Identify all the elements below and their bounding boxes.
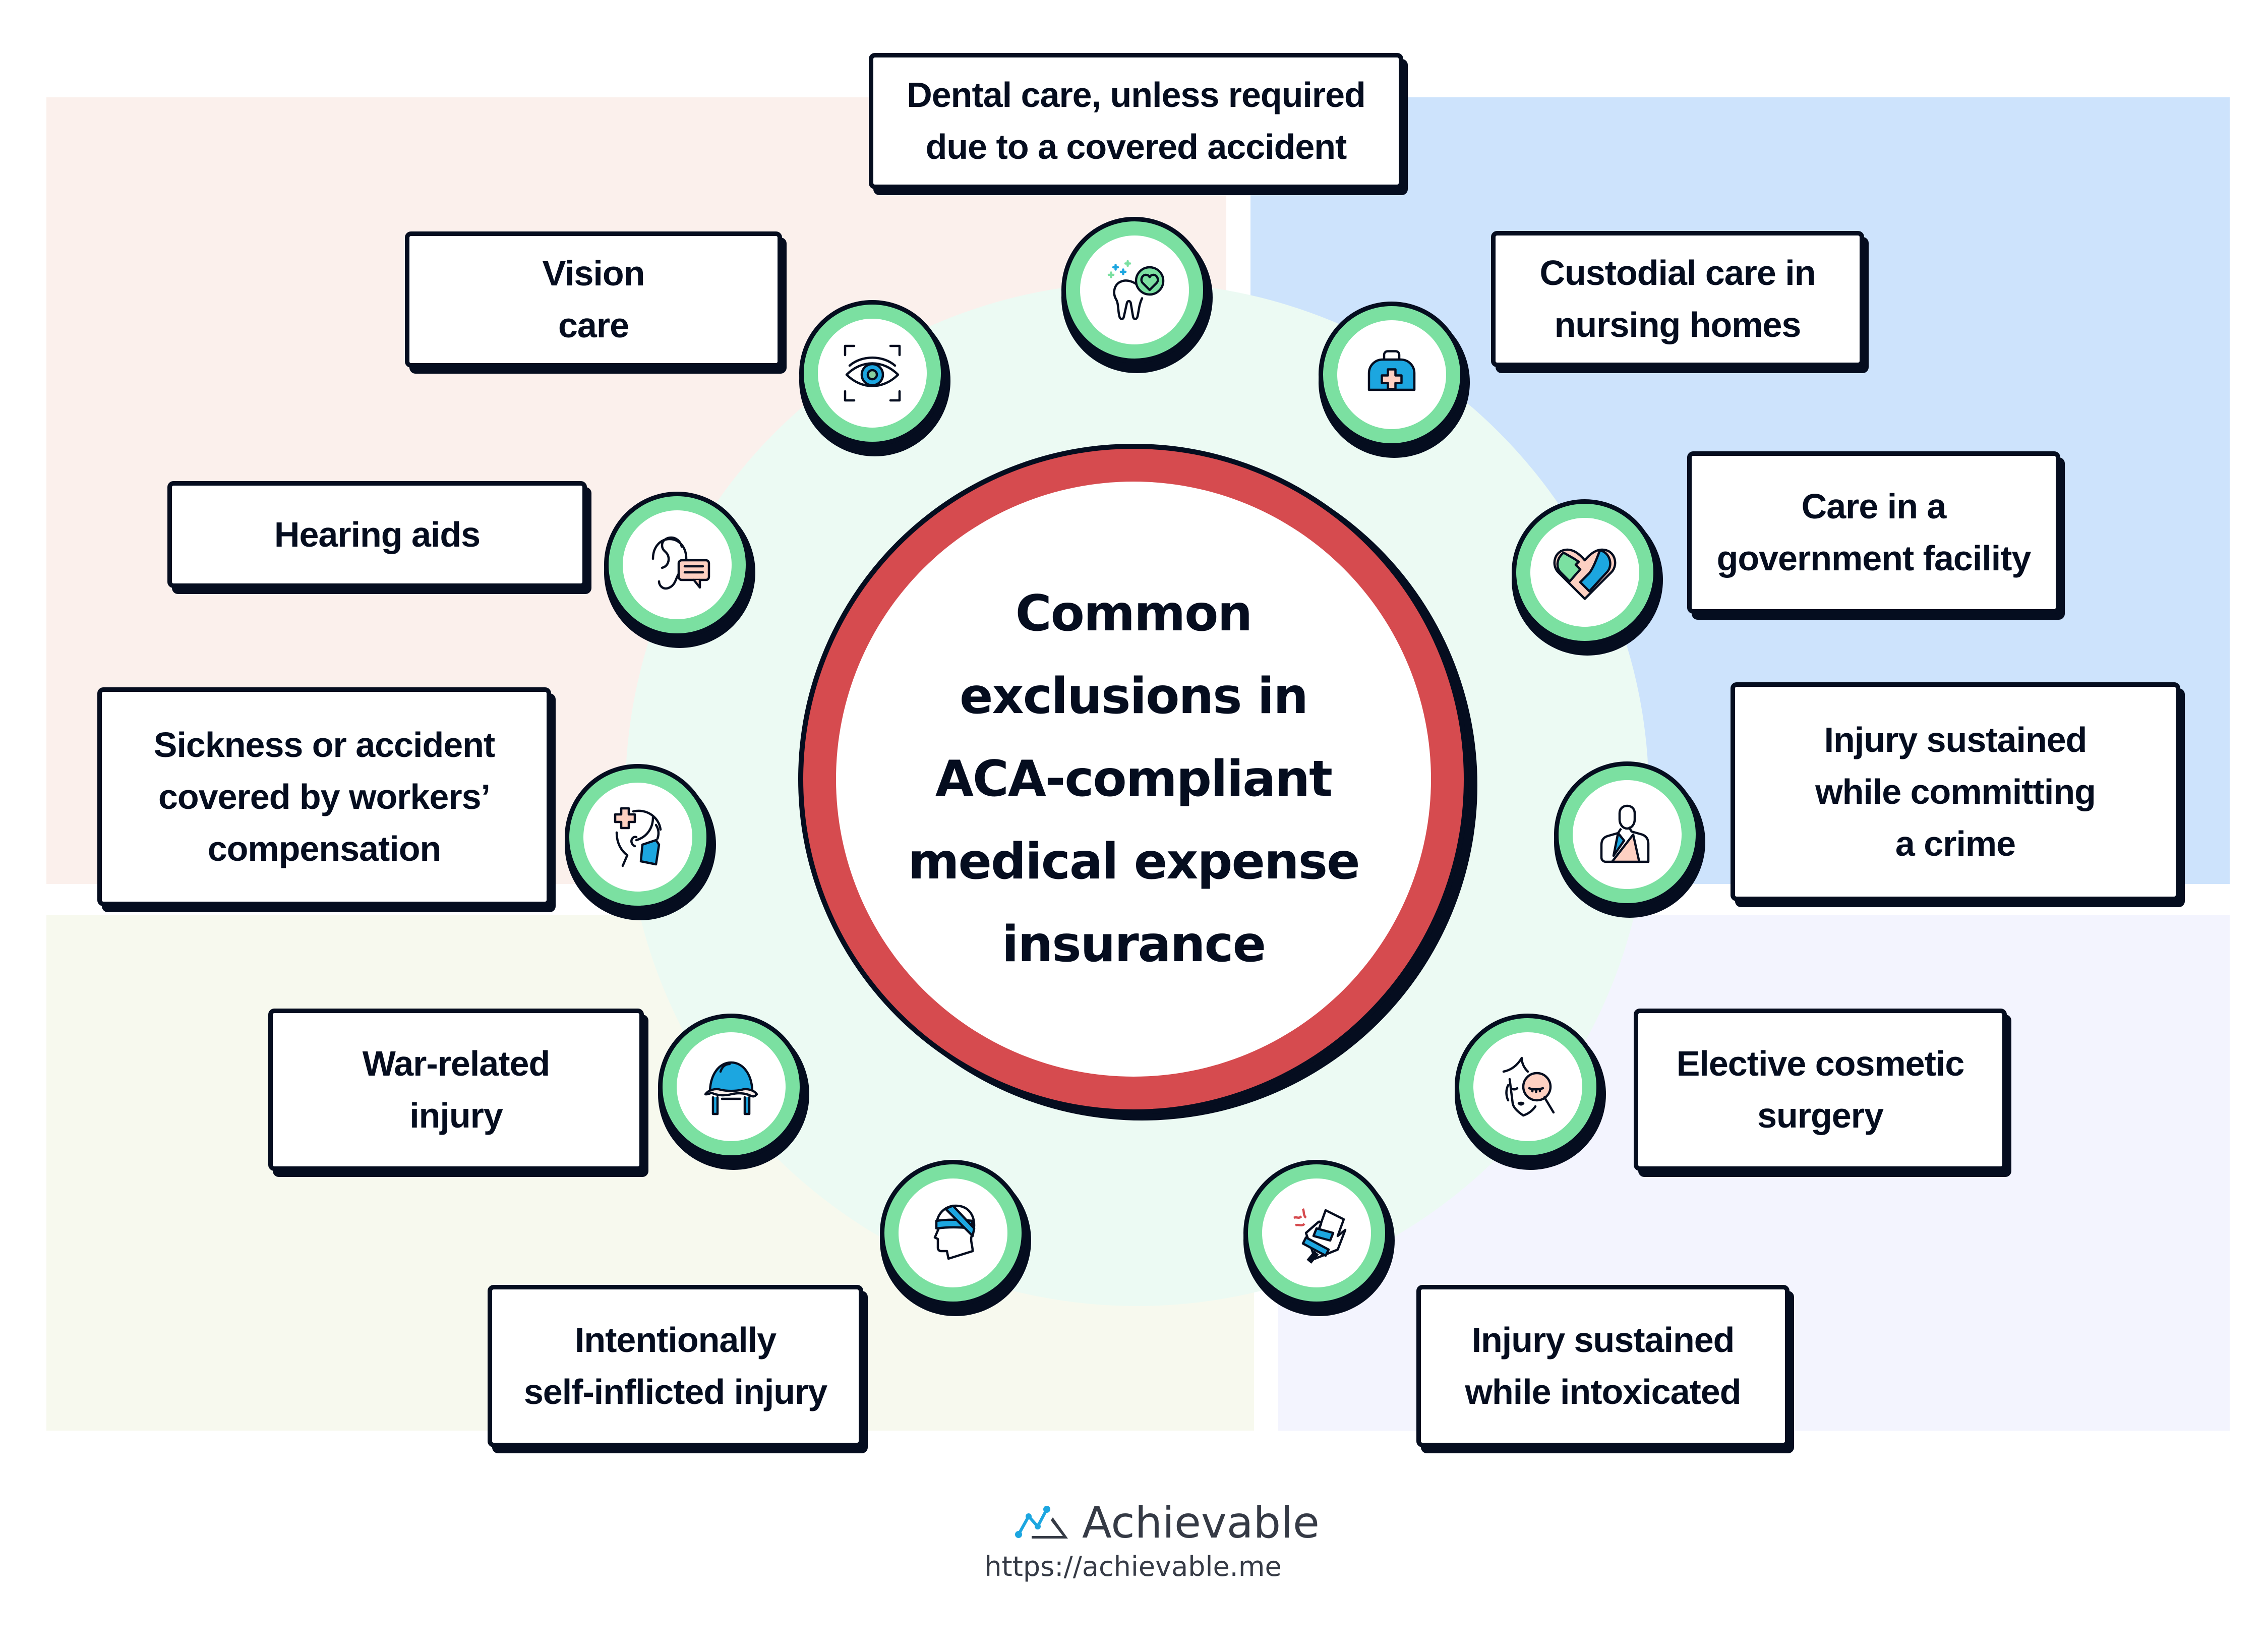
icon-badge-dental	[1061, 217, 1213, 373]
diagram-title: Common exclusions in ACA-compliant medic…	[908, 585, 1360, 973]
icon-badge-intoxicated	[1243, 1160, 1395, 1316]
tooth-heart-icon	[1107, 260, 1165, 320]
exclusion-label-dental: Dental care, unless required due to a co…	[869, 53, 1403, 189]
icon-badge-workers-comp	[565, 764, 716, 920]
exclusion-label-intoxicated: Injury sustained while intoxicated	[1416, 1285, 1790, 1447]
face-magnifier-icon	[1502, 1056, 1555, 1117]
center-circle: Common exclusions in ACA-compliant medic…	[798, 444, 1469, 1114]
icon-badge-cosmetic	[1455, 1014, 1606, 1170]
exclusion-label-vision: Vision care	[405, 231, 782, 368]
exclusion-label-self-inflicted: Intentionally self-inflicted injury	[488, 1285, 863, 1447]
exclusion-label-custodial: Custodial care in nursing homes	[1491, 231, 1864, 367]
center-circle-inner: Common exclusions in ACA-compliant medic…	[836, 482, 1431, 1077]
bandaged-hand-icon	[1293, 1208, 1347, 1264]
arm-sling-icon	[1600, 804, 1650, 863]
icon-badge-war	[658, 1014, 809, 1170]
icon-badge-crime	[1554, 761, 1705, 918]
ear-speech-icon	[651, 536, 710, 590]
exclusion-label-hearing: Hearing aids	[167, 481, 587, 588]
head-injury-cross-icon	[614, 807, 662, 867]
bandaged-head-icon	[933, 1204, 976, 1260]
icon-badge-vision	[799, 300, 950, 456]
exclusion-label-workers-comp: Sickness or accident covered by workers’…	[97, 687, 551, 906]
achievable-chart-logo-icon	[1015, 1506, 1068, 1539]
eye-scan-icon	[844, 344, 901, 402]
military-helmet-icon	[704, 1061, 758, 1115]
brand-url[interactable]: https://achievable.me	[984, 1551, 1282, 1582]
brand-logo: Achievable	[1013, 1498, 1320, 1548]
brand-name: Achievable	[1082, 1498, 1320, 1548]
exclusion-label-crime: Injury sustained while committing a crim…	[1731, 682, 2180, 901]
icon-badge-custodial	[1319, 302, 1470, 458]
medical-bag-icon	[1367, 350, 1416, 391]
exclusion-label-cosmetic: Elective cosmetic surgery	[1634, 1009, 2007, 1171]
exclusion-label-war: War-related injury	[268, 1009, 644, 1171]
exclusion-label-government: Care in a government facility	[1687, 451, 2060, 614]
icon-badge-self-inflicted	[880, 1160, 1031, 1316]
heart-hands-icon	[1553, 548, 1617, 600]
icon-badge-government	[1512, 499, 1663, 656]
icon-badge-hearing	[604, 492, 755, 648]
